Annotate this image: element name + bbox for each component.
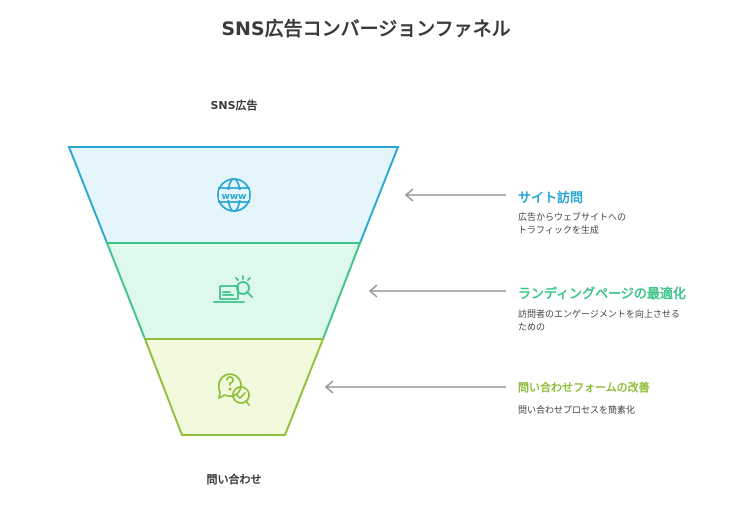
stage-arrow-3	[324, 380, 506, 394]
stage-3-title: 問い合わせフォームの改善	[518, 381, 650, 394]
funnel-top-label: SNS広告	[210, 99, 258, 112]
chat-bubbles-icon	[217, 373, 250, 406]
stage-2-desc-line-1: 訪問者のエンゲージメントを向上させる	[518, 310, 680, 320]
stage-3-desc-line-1: 問い合わせプロセスを簡素化	[518, 406, 636, 416]
stage-2-description: 訪問者のエンゲージメントを向上させる ための	[518, 309, 718, 335]
stage-3-description: 問い合わせプロセスを簡素化	[518, 405, 718, 418]
funnel-stage-2	[105, 242, 362, 340]
stage-arrow-2	[368, 284, 506, 298]
stage-1-desc-line-2: トラフィックを生成	[518, 226, 599, 236]
laptop-search-icon	[213, 275, 253, 303]
stage-1-description: 広告からウェブサイトへの トラフィックを生成	[518, 212, 718, 238]
funnel-stage-3	[143, 338, 325, 436]
stage-arrow-1	[404, 188, 506, 202]
stage-1-desc-line-1: 広告からウェブサイトへの	[518, 213, 627, 223]
stage-2-title: ランディングページの最適化	[518, 287, 686, 302]
www-globe-icon: www	[217, 178, 251, 212]
svg-text:www: www	[222, 192, 247, 202]
funnel-bottom-label: 問い合わせ	[206, 473, 262, 486]
stage-2-desc-line-2: ための	[518, 323, 546, 333]
stage-1-title: サイト訪問	[518, 191, 584, 206]
diagram-title: SNS広告コンバージョンファネル	[221, 18, 511, 40]
